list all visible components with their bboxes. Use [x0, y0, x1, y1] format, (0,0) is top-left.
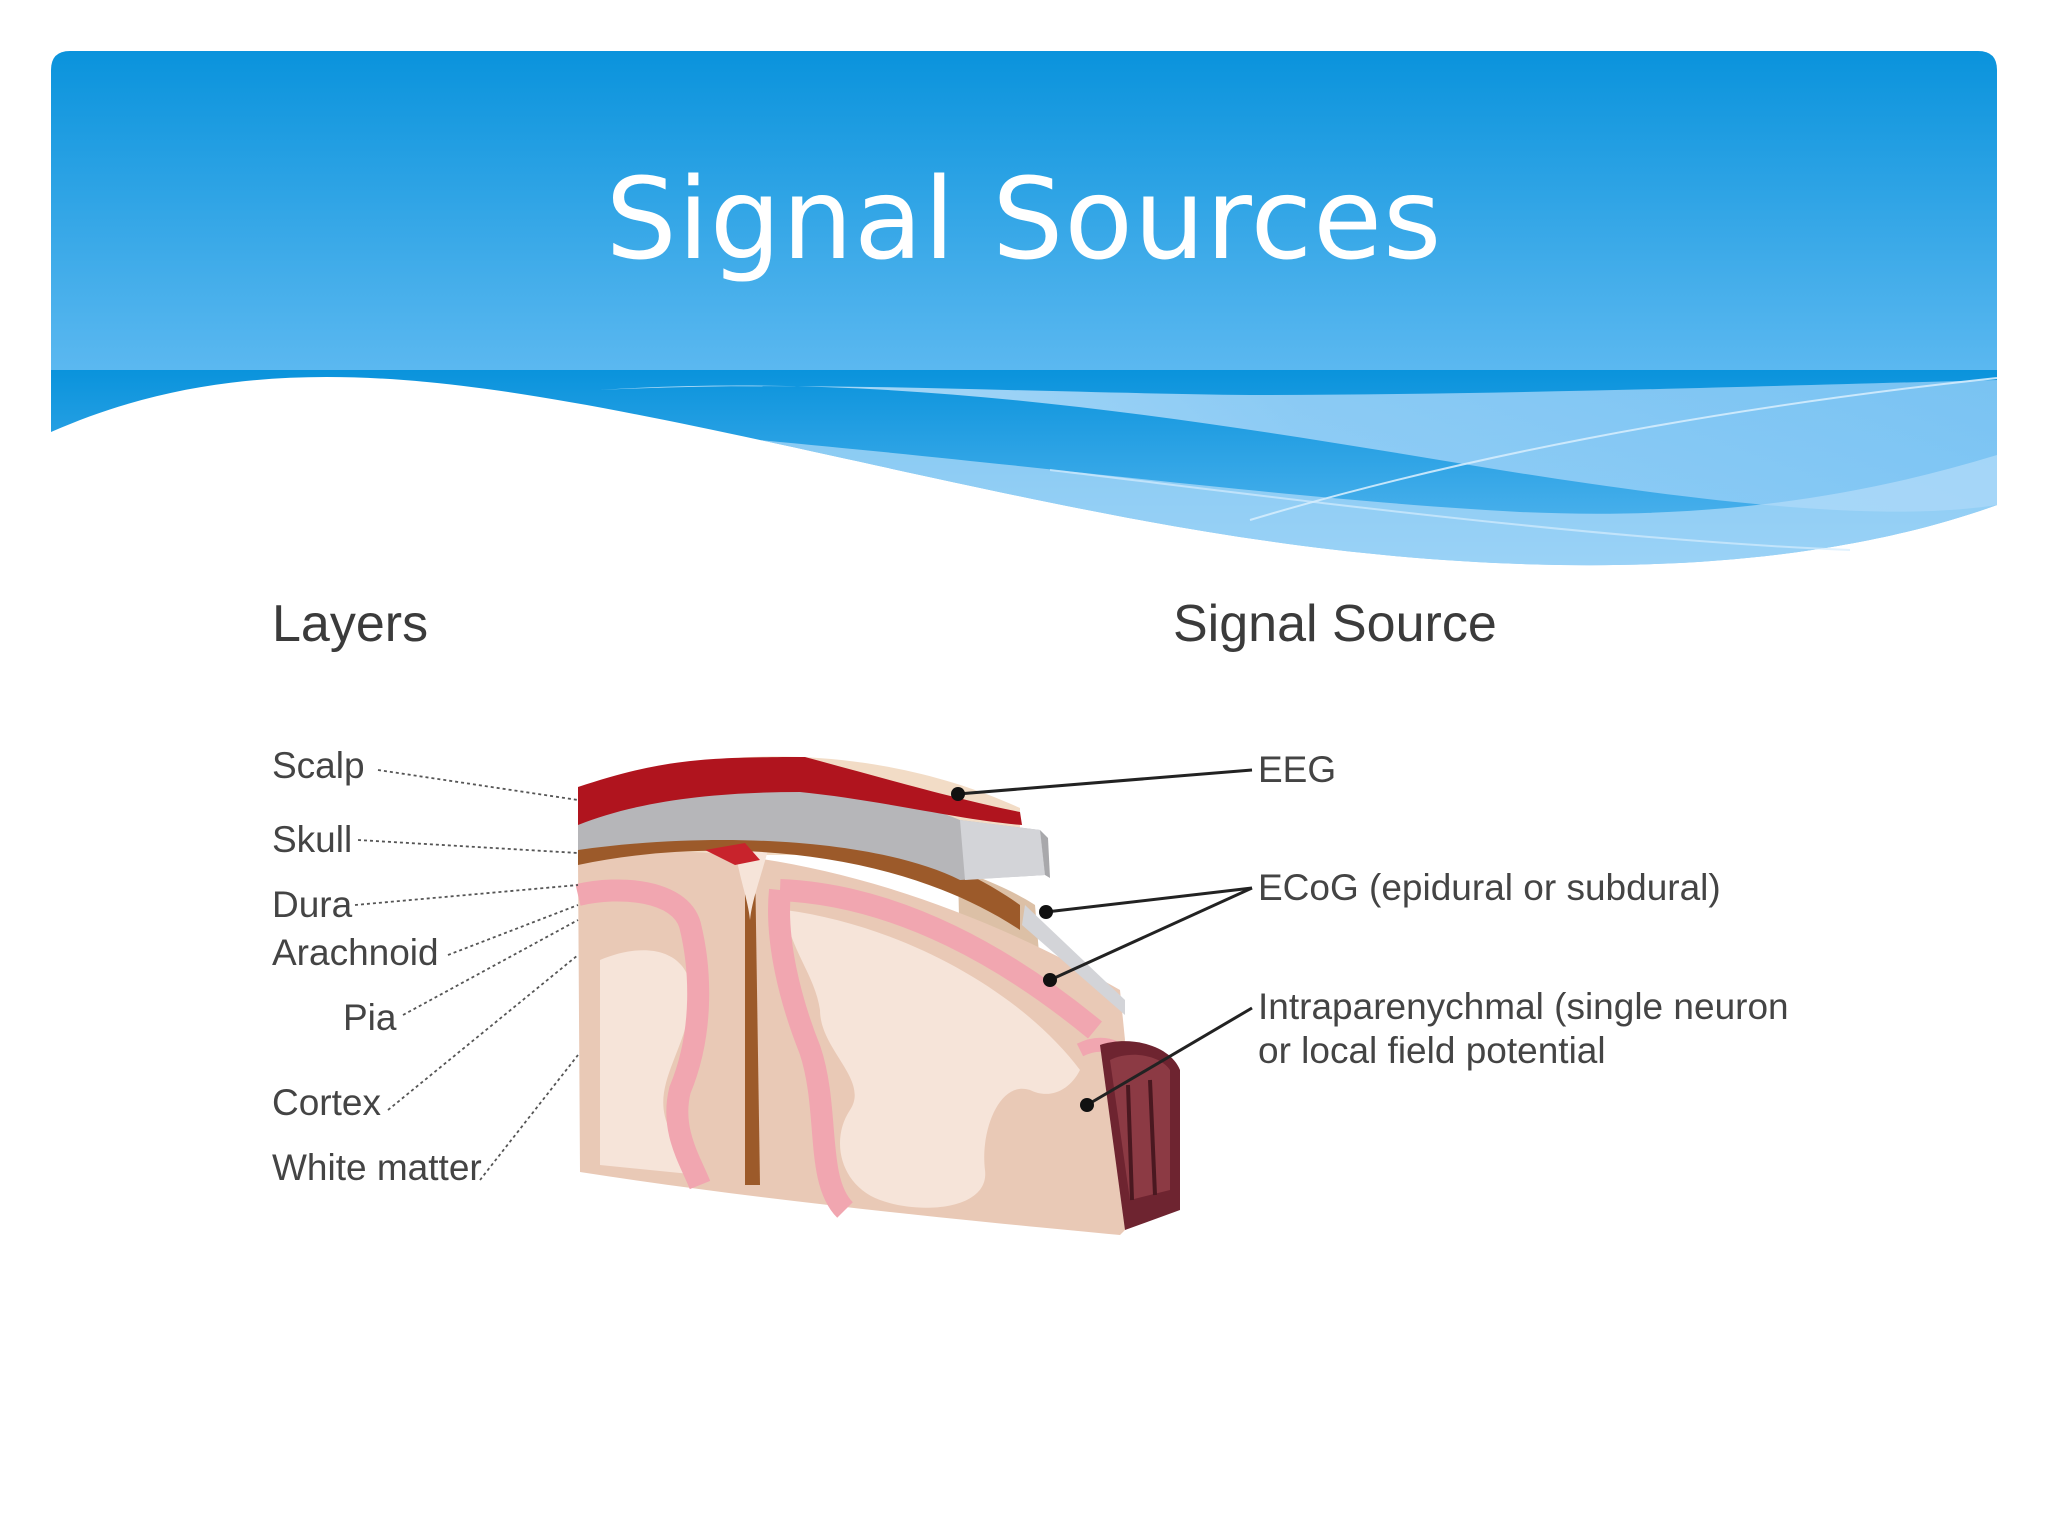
label-white-matter: White matter: [272, 1147, 482, 1188]
label-intraparenchymal-line2: or local field potential: [1258, 1030, 1606, 1071]
pointer-ecog-dot-2: [1043, 973, 1057, 987]
label-dura: Dura: [272, 884, 353, 925]
pointer-eeg: [957, 768, 1253, 796]
source-pointers: [951, 768, 1253, 1112]
label-eeg: EEG: [1258, 749, 1337, 790]
leader-dura: [354, 884, 579, 906]
label-pia: Pia: [343, 997, 397, 1038]
pointer-eeg-dot: [951, 787, 965, 801]
pointer-ecog-dot-1: [1039, 905, 1053, 919]
layers-heading: Layers: [272, 595, 429, 653]
leader-white-matter: [479, 1054, 579, 1181]
leader-skull: [357, 839, 579, 854]
slide-title: Signal Sources: [605, 155, 1443, 285]
leader-cortex: [387, 954, 579, 1111]
pointer-ecog-2: [1049, 886, 1253, 982]
signal-source-heading: Signal Source: [1173, 595, 1497, 653]
label-ecog: ECoG (epidural or subdural): [1258, 867, 1721, 908]
leader-arachnoid: [447, 904, 579, 956]
brain-section-illustration: [575, 756, 1180, 1235]
title-banner: [51, 51, 1998, 566]
label-intraparenchymal-line1: Intraparenychmal (single neuron: [1258, 986, 1789, 1027]
label-skull: Skull: [272, 819, 353, 860]
pointer-ecog-1: [1045, 886, 1253, 914]
label-cortex: Cortex: [272, 1082, 381, 1123]
pointer-intra-dot: [1080, 1098, 1094, 1112]
leader-scalp: [377, 769, 579, 801]
label-arachnoid: Arachnoid: [272, 932, 439, 973]
layer-leader-lines: [354, 769, 579, 1181]
pointer-intra: [1086, 1006, 1253, 1107]
label-scalp: Scalp: [272, 745, 365, 786]
